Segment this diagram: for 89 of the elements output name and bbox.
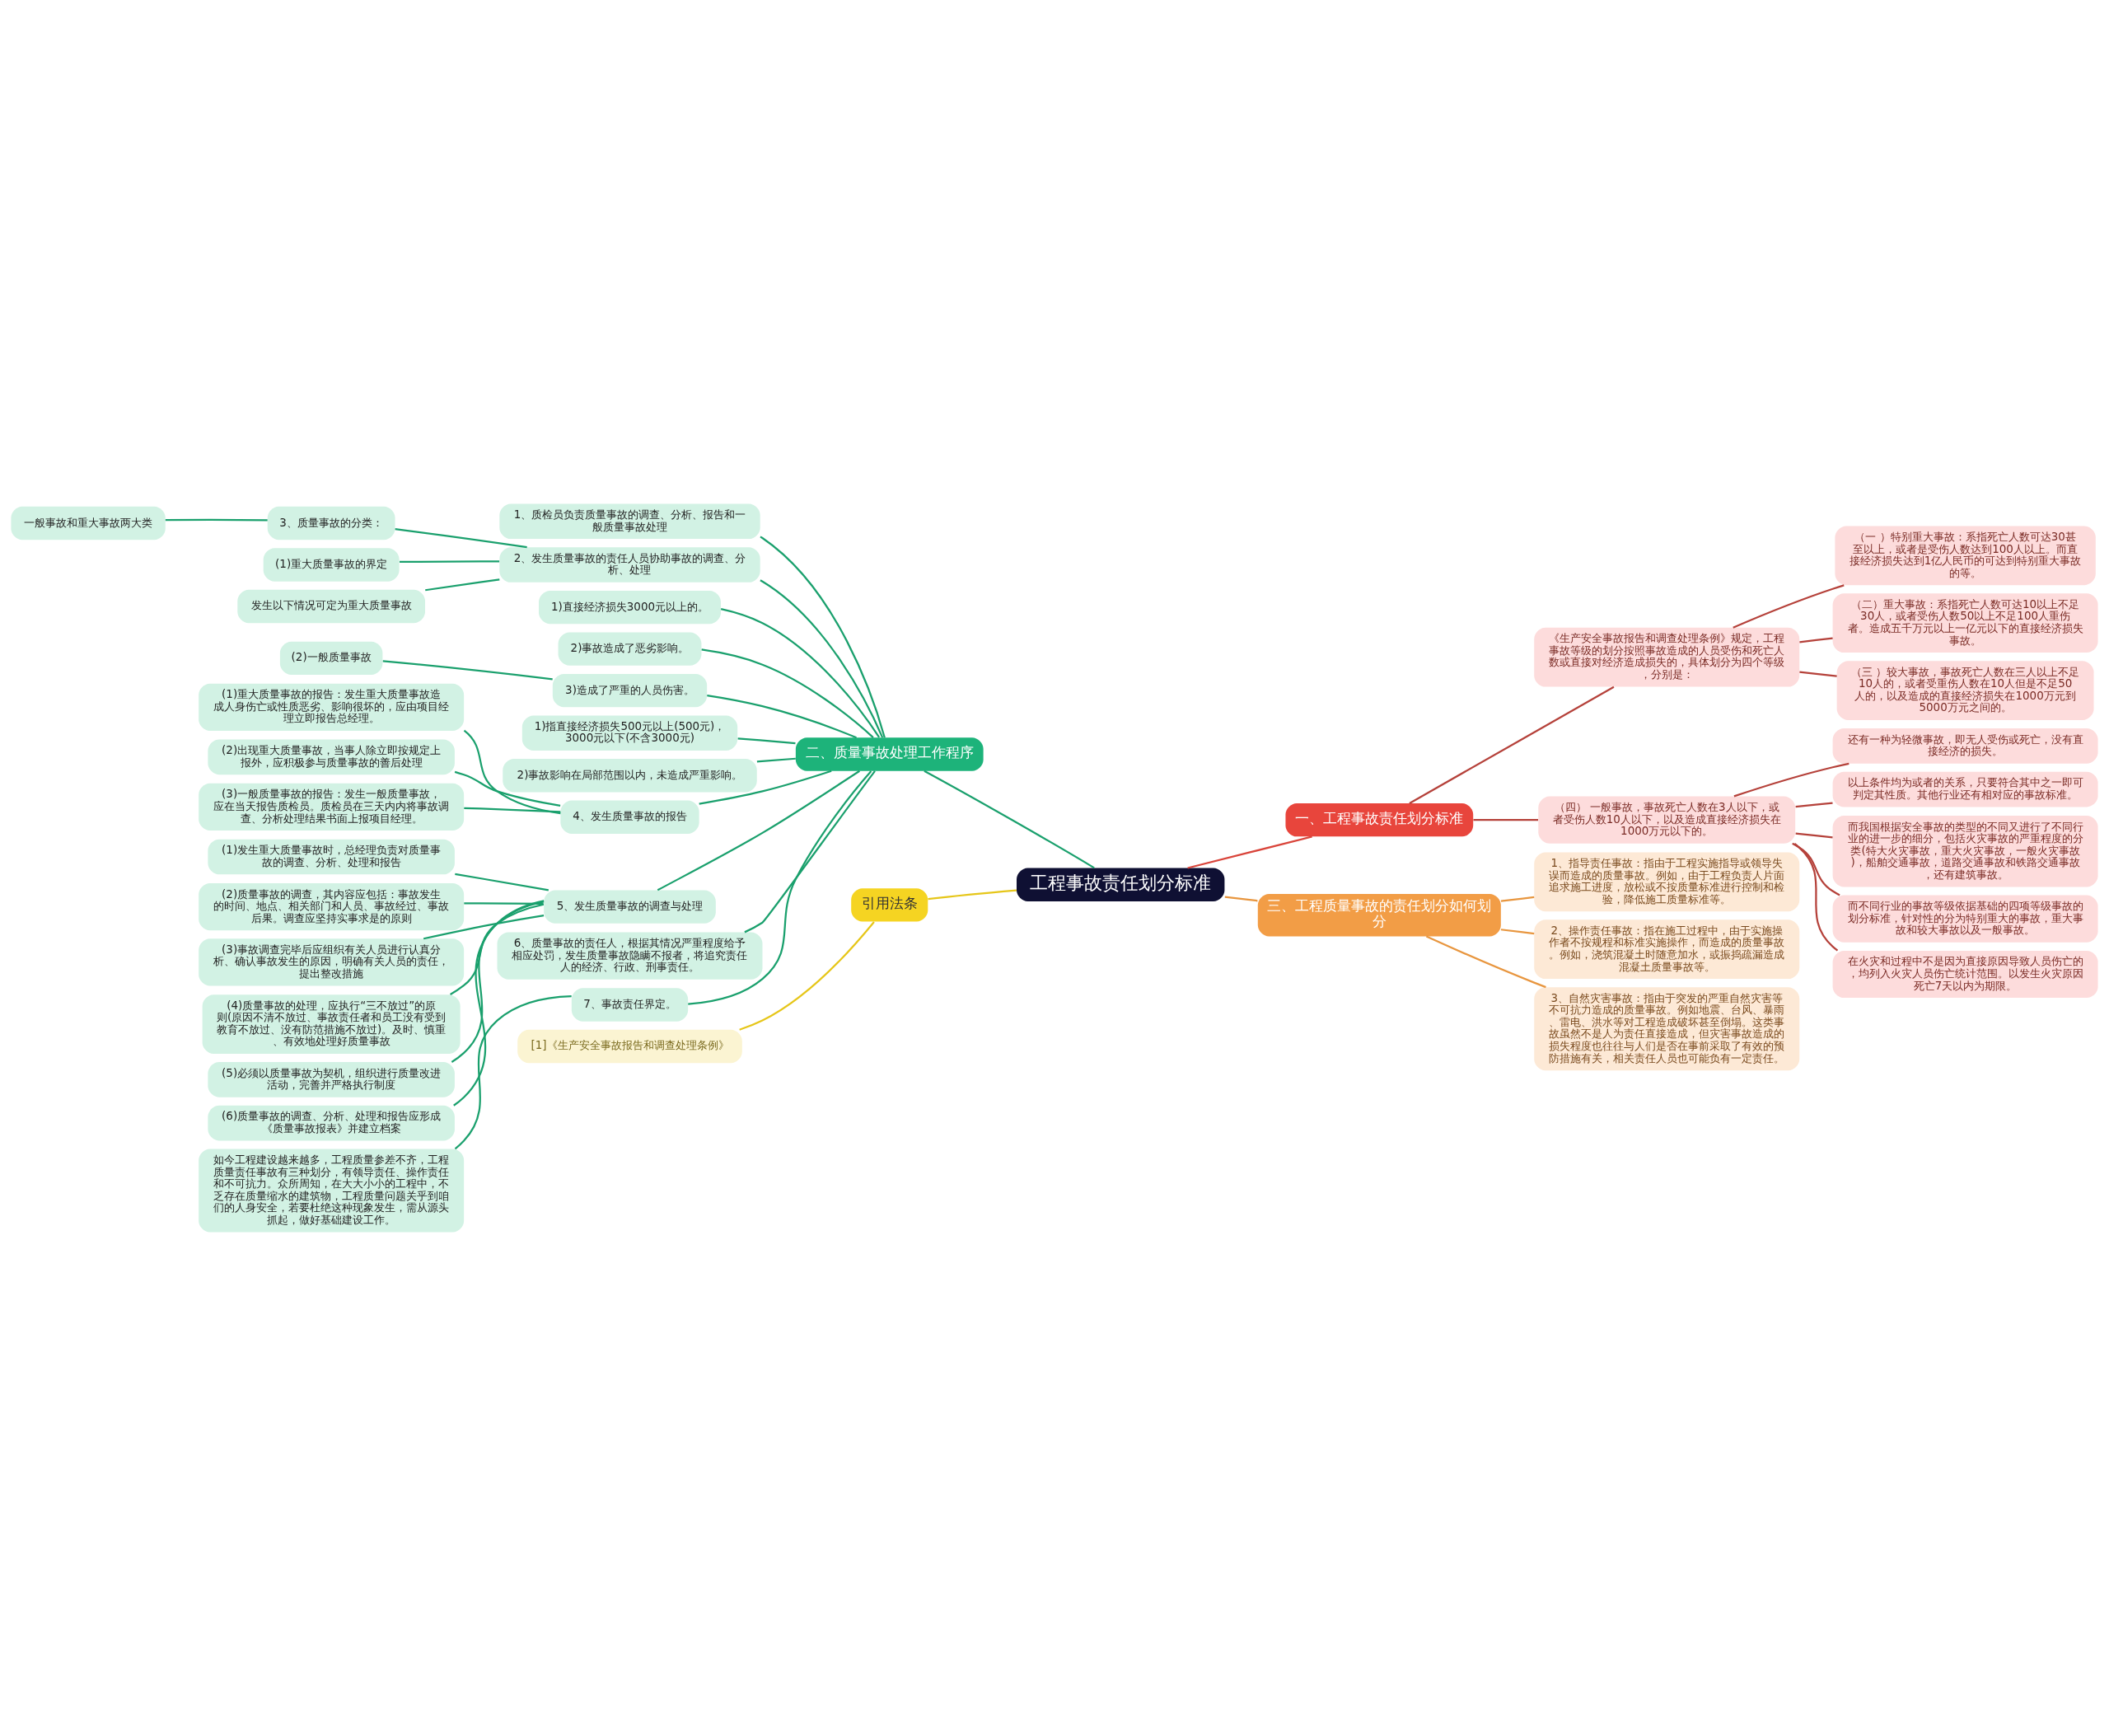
node-box: 如今工程建设越来越多，工程质量参差不齐，工程质量责任事故有三种划分，有领导责任、操作责任和不可抗力。众所周知，在大大小小的工程中，不乏存在质量缩水的建筑物，工程质量问题关乎到咱们的人身安全，若要杜绝这种现象发生，需从源头抓起，做好基础建设工作。 xyxy=(199,1149,465,1233)
connector xyxy=(1473,819,1539,821)
connector xyxy=(423,915,545,940)
node-box: （四） 一般事故，事故死亡人数在3人以下，或者受伤人数10人以下，以及造成直接经济损失在1000万元以下的。 xyxy=(1538,796,1796,844)
node-box: 3、自然灾害事故：指由于突发的严重自然灾害等不可抗力造成的质量事故。例如地震、台风、暴雨、雷电、洪水等对工程造成破坏甚至倒塌。这类事故虽然不是人为责任直接造成，但灾害事故造成的损失程度也往往与人们是否在事前采取了有效的预防措施有关，相关责任人员也可能负有一定责任。 xyxy=(1534,987,1800,1071)
node-box: （二）重大事故：系指死亡人数可达10以上不足30人，或者受伤人数50以上不足100人重伤者。造成五千万元以上一亿元以下的直接经济损失事故。 xyxy=(1832,593,2098,653)
node-box: （三 ）较大事故，事故死亡人数在三人以上不足10人的，或者受重伤人数在10人但是不足50人的，以及造成的直接经济损失在1000万元到5000万元之间的。 xyxy=(1836,661,2094,720)
node-box: 引用法条 xyxy=(851,888,928,922)
node-box: 1)指直接经济损失500元以上(500元)，3000元以下(不含3000元) xyxy=(521,715,738,751)
node-box: 一般事故和重大事故两大类 xyxy=(11,506,166,540)
node-box: 三、工程质量事故的责任划分如何划分 xyxy=(1257,893,1501,937)
connector xyxy=(455,873,549,891)
node-box: 以上条件均为或者的关系，只要符合其中之一即可判定其性质。其他行业还有相对应的事故标准。 xyxy=(1832,771,2098,807)
node-box: (3)一般质量事故的报告：发生一般质量事故，应在当天报告质检员。质检员在三天内内将事故调查、分析处理结果书面上报项目经理。 xyxy=(199,783,465,831)
node-box: [1]《生产安全事故报告和调查处理条例》 xyxy=(517,1029,742,1064)
node-box: 4、发生质量事故的报告 xyxy=(560,800,699,834)
connector xyxy=(451,901,545,1063)
node-box: (4)质量事故的处理，应执行“三不放过”的原则(原因不清不放过、事故责任者和员工没有受到教育不放过、没有防范措施不放过)。及时、慎重、有效地处理好质量事故 xyxy=(202,994,461,1054)
node-box: (1)重大质量事故的界定 xyxy=(263,548,400,582)
connector xyxy=(1793,843,1839,952)
connector xyxy=(1795,802,1833,808)
connector xyxy=(1409,686,1615,804)
connector xyxy=(1792,842,1840,896)
connector xyxy=(739,921,875,1031)
node-box: 1)直接经济损失3000元以上的。 xyxy=(539,590,721,625)
connector xyxy=(463,729,561,815)
node-box: 2)事故影响在局部范围以内，未造成严重影响。 xyxy=(503,759,757,793)
node-box: (2)出现重大质量事故，当事人除立即按规定上报外，应积极参与质量事故的善后处理 xyxy=(208,739,455,775)
connector xyxy=(453,900,545,1107)
connector xyxy=(425,578,500,592)
node-box: (5)必须以质量事故为契机，组织进行质量改进活动，完善并严格执行制度 xyxy=(208,1062,455,1097)
node-box: 《生产安全事故报告和调查处理条例》规定，工程事故等级的划分按照事故造成的人员受伤和死亡人数或直接对经济造成损失的，具体划分为四个等级，分别是： xyxy=(1534,627,1800,687)
node-box: 2、操作责任事故：指在施工过程中，由于实施操作者不按规程和标准实施操作，而造成的质量事故。例如，浇筑混凝土时随意加水，或振捣疏漏造成混凝土质量事故等。 xyxy=(1534,919,1800,980)
connector xyxy=(1187,835,1312,869)
node-box: （一 ）特别重大事故：系指死亡人数可达30甚至以上，或者是受伤人数达到100人以上。而直接经济损失达到1亿人民币的可达到特别重大事故的等。 xyxy=(1835,526,2096,586)
connector xyxy=(1799,671,1837,677)
node-box: 7、事故责任界定。 xyxy=(571,988,689,1022)
connector xyxy=(737,737,796,745)
connector xyxy=(744,770,876,934)
node-box: 二、质量事故处理工作程序 xyxy=(795,737,984,771)
connector xyxy=(688,770,872,1005)
node-box: (3)事故调查完毕后应组织有关人员进行认真分析、确认事故发生的原因，明确有关人员的责任，提出整改措施 xyxy=(199,938,465,986)
node-box: (2)质量事故的调查，其内容应包括：事故发生的时间、地点、相关部门和人员、事故经过、事故后果。调查应坚持实事求是的原则 xyxy=(199,883,465,931)
node-box: 在火灾和过程中不是因为直接原因导致人员伤亡的，均列入火灾人员伤亡统计范围。以发生火灾原因死亡7天以内为期限。 xyxy=(1832,950,2098,999)
connector xyxy=(1799,637,1833,643)
node-box: 工程事故责任划分标准 xyxy=(1017,868,1225,901)
connector xyxy=(395,528,527,549)
connector xyxy=(1795,832,1833,839)
node-box: 6、质量事故的责任人，根据其情况严重程度给予相应处罚，发生质量事故隐瞒不报者，将追究责任人的经济、行政、刑事责任。 xyxy=(497,932,763,980)
node-box: 而我国根据安全事故的类型的不同又进行了不同行业的进一步的细分，包括火灾事故的严重程度的分类(特大火灾事故，重大火灾事故，一般火灾事故)，船舶交通事故，道路交通事故和铁路交通事故，还有建筑事故。 xyxy=(1832,816,2098,887)
connector xyxy=(720,607,881,738)
node-box: 而不同行业的事故等级依据基础的四项等级事故的划分标准，针对性的分为特别重大的事故，重大事故和较大事故以及一般事故。 xyxy=(1832,895,2098,943)
connector xyxy=(760,579,884,738)
connector xyxy=(1733,584,1845,629)
node-box: 3、质量事故的分类： xyxy=(267,506,395,540)
connector xyxy=(701,648,874,738)
node-box: (2)一般质量事故 xyxy=(279,641,383,676)
node-box: (6)质量事故的调查、分析、处理和报告应形成《质量事故报表》并建立档案 xyxy=(208,1105,455,1141)
node-box: 一、工程事故责任划分标准 xyxy=(1285,802,1474,837)
connector xyxy=(707,695,857,739)
node-box: 还有一种为轻微事故，即无人受伤或死亡，没有直接经济的损失。 xyxy=(1832,728,2098,764)
connector xyxy=(450,903,545,995)
connector xyxy=(699,770,832,805)
node-box: 2)事故造成了恶劣影响。 xyxy=(558,632,702,666)
connector xyxy=(1500,929,1535,935)
node-box: (1)发生重大质量事故时，总经理负责对质量事故的调查、分析、处理和报告 xyxy=(208,839,455,875)
node-box: 1、质检员负责质量事故的调查、分析、报告和一般质量事故处理 xyxy=(499,503,760,540)
connector xyxy=(1500,896,1535,902)
connector xyxy=(464,902,544,905)
connector xyxy=(1425,935,1546,989)
connector xyxy=(756,757,796,763)
node-box: 1、指导责任事故：指由于工程实施指导或领导失误而造成的质量事故。例如，由于工程负责人片面追求施工进度，放松或不按质量标准进行控制和检验，降低施工质量标准等。 xyxy=(1534,852,1800,912)
connector xyxy=(924,770,1095,869)
node-box: 5、发生质量事故的调查与处理 xyxy=(544,890,716,924)
node-box: 2、发生质量事故的责任人员协助事故的调查、分析、处理 xyxy=(499,547,760,583)
connector xyxy=(928,889,1017,901)
connector xyxy=(165,518,268,522)
connector xyxy=(760,536,886,738)
connector xyxy=(454,995,572,1150)
connector xyxy=(1733,762,1849,798)
node-box: 发生以下情况可定为重大质量事故 xyxy=(237,589,425,624)
node-box: (1)重大质量事故的报告：发生重大质量事故造成人身伤亡或性质恶劣、影响很坏的，应由项目经理立即报告总经理。 xyxy=(199,683,465,731)
connector xyxy=(464,807,561,813)
connector xyxy=(454,770,561,807)
connector xyxy=(1224,896,1258,902)
connector xyxy=(657,770,860,891)
connector xyxy=(382,660,553,681)
connector xyxy=(399,560,500,564)
node-box: 3)造成了严重的人员伤害。 xyxy=(552,673,708,708)
